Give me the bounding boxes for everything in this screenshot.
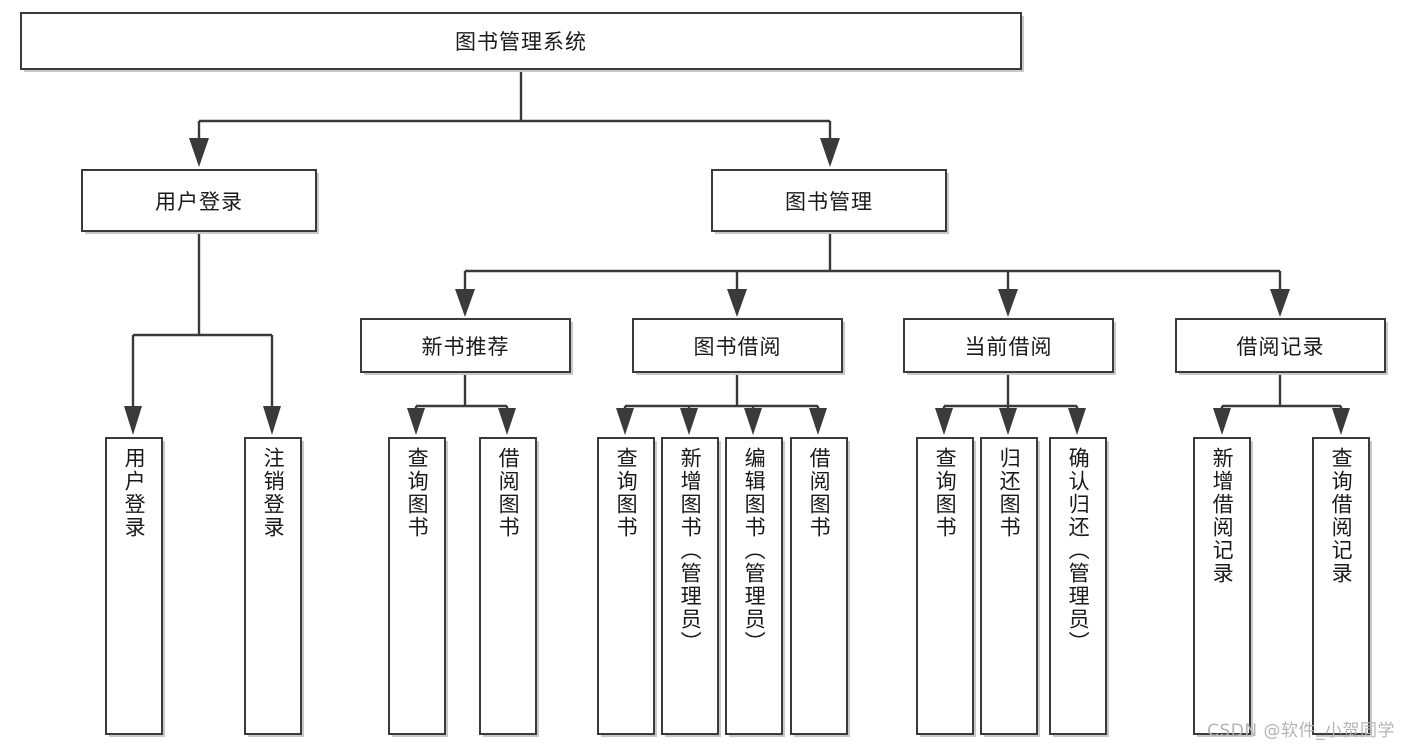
leaf-query-record-label: 查询借阅记录 bbox=[1329, 447, 1354, 585]
node-borrow-record-label: 借阅记录 bbox=[1236, 334, 1325, 359]
arrowhead-leaf-confirm-return bbox=[1068, 408, 1086, 435]
arrowhead-current-borrow bbox=[998, 289, 1018, 317]
arrowhead-leaf-borrow-book-1 bbox=[498, 408, 516, 435]
node-new-book-rec-label: 新书推荐 bbox=[421, 334, 510, 359]
leaf-add-book-label: 新增图书（管理员） bbox=[678, 447, 703, 654]
leaf-borrow-book-2-label: 借阅图书 bbox=[807, 447, 832, 539]
node-borrow-record[interactable]: 借阅记录 bbox=[1175, 318, 1386, 373]
arrowhead-leaf-query-record bbox=[1332, 408, 1350, 435]
leaf-query-book-2-label: 查询图书 bbox=[614, 447, 639, 539]
arrowhead-book-manage bbox=[820, 138, 840, 167]
arrowhead-leaf-query-book-2 bbox=[616, 408, 634, 435]
leaf-return-book[interactable]: 归还图书 bbox=[980, 437, 1038, 735]
csdn-watermark: CSDN @软件_小贺同学 bbox=[1207, 721, 1395, 741]
arrowhead-book-borrow bbox=[727, 289, 747, 317]
leaf-query-book-3-label: 查询图书 bbox=[933, 447, 958, 539]
arrowhead-leaf-user-logout bbox=[263, 406, 281, 435]
node-root[interactable]: 图书管理系统 bbox=[20, 12, 1022, 70]
leaf-user-login[interactable]: 用户登录 bbox=[105, 437, 163, 735]
leaf-borrow-book-1-label: 借阅图书 bbox=[496, 447, 521, 539]
node-book-manage-label: 图书管理 bbox=[785, 189, 873, 214]
arrowhead-leaf-query-book-1 bbox=[407, 408, 425, 435]
connector-new-book-rec-to-leaves bbox=[407, 373, 516, 435]
node-book-borrow-label: 图书借阅 bbox=[693, 334, 782, 359]
leaf-borrow-book-1[interactable]: 借阅图书 bbox=[479, 437, 537, 735]
connector-root-to-level2 bbox=[189, 70, 840, 167]
leaf-add-book[interactable]: 新增图书（管理员） bbox=[661, 437, 719, 735]
leaf-query-book-1-label: 查询图书 bbox=[405, 447, 430, 539]
leaf-query-book-3[interactable]: 查询图书 bbox=[916, 437, 974, 735]
leaf-return-book-label: 归还图书 bbox=[997, 447, 1022, 539]
connector-current-borrow-to-leaves bbox=[935, 373, 1086, 435]
node-book-manage[interactable]: 图书管理 bbox=[711, 169, 947, 232]
connector-user-login-to-leaves bbox=[124, 232, 281, 435]
leaf-add-record-label: 新增借阅记录 bbox=[1210, 447, 1235, 585]
arrowhead-leaf-return-book bbox=[999, 408, 1017, 435]
leaf-user-login-label: 用户登录 bbox=[122, 447, 147, 539]
node-user-login[interactable]: 用户登录 bbox=[81, 169, 317, 232]
leaf-confirm-return-label: 确认归还（管理员） bbox=[1066, 447, 1091, 654]
leaf-user-logout-label: 注销登录 bbox=[261, 447, 286, 539]
node-book-borrow[interactable]: 图书借阅 bbox=[632, 318, 843, 373]
connector-borrow-record-to-leaves bbox=[1213, 373, 1350, 435]
connector-book-manage-to-level3 bbox=[455, 232, 1290, 317]
node-new-book-rec[interactable]: 新书推荐 bbox=[360, 318, 571, 373]
leaf-confirm-return[interactable]: 确认归还（管理员） bbox=[1049, 437, 1107, 735]
leaf-borrow-book-2[interactable]: 借阅图书 bbox=[790, 437, 848, 735]
arrowhead-leaf-user-login bbox=[124, 406, 142, 435]
arrowhead-leaf-borrow-book-2 bbox=[809, 408, 827, 435]
arrowhead-leaf-add-book bbox=[680, 408, 698, 435]
leaf-query-book-2[interactable]: 查询图书 bbox=[597, 437, 655, 735]
leaf-query-record[interactable]: 查询借阅记录 bbox=[1312, 437, 1370, 735]
leaf-add-record[interactable]: 新增借阅记录 bbox=[1193, 437, 1251, 735]
arrowhead-user-login bbox=[189, 138, 209, 167]
arrowhead-leaf-add-record bbox=[1213, 408, 1231, 435]
leaf-edit-book[interactable]: 编辑图书（管理员） bbox=[725, 437, 783, 735]
leaf-query-book-1[interactable]: 查询图书 bbox=[388, 437, 446, 735]
arrowhead-borrow-record bbox=[1270, 289, 1290, 317]
leaf-edit-book-label: 编辑图书（管理员） bbox=[742, 447, 767, 654]
leaf-user-logout[interactable]: 注销登录 bbox=[244, 437, 302, 735]
node-current-borrow[interactable]: 当前借阅 bbox=[903, 318, 1114, 373]
node-root-label: 图书管理系统 bbox=[455, 30, 587, 54]
arrowhead-new-book-rec bbox=[455, 289, 475, 317]
connector-book-borrow-to-leaves bbox=[616, 373, 827, 435]
arrowhead-leaf-edit-book bbox=[744, 408, 762, 435]
node-current-borrow-label: 当前借阅 bbox=[964, 334, 1053, 359]
arrowhead-leaf-query-book-3 bbox=[935, 408, 953, 435]
node-user-login-label: 用户登录 bbox=[155, 189, 243, 214]
